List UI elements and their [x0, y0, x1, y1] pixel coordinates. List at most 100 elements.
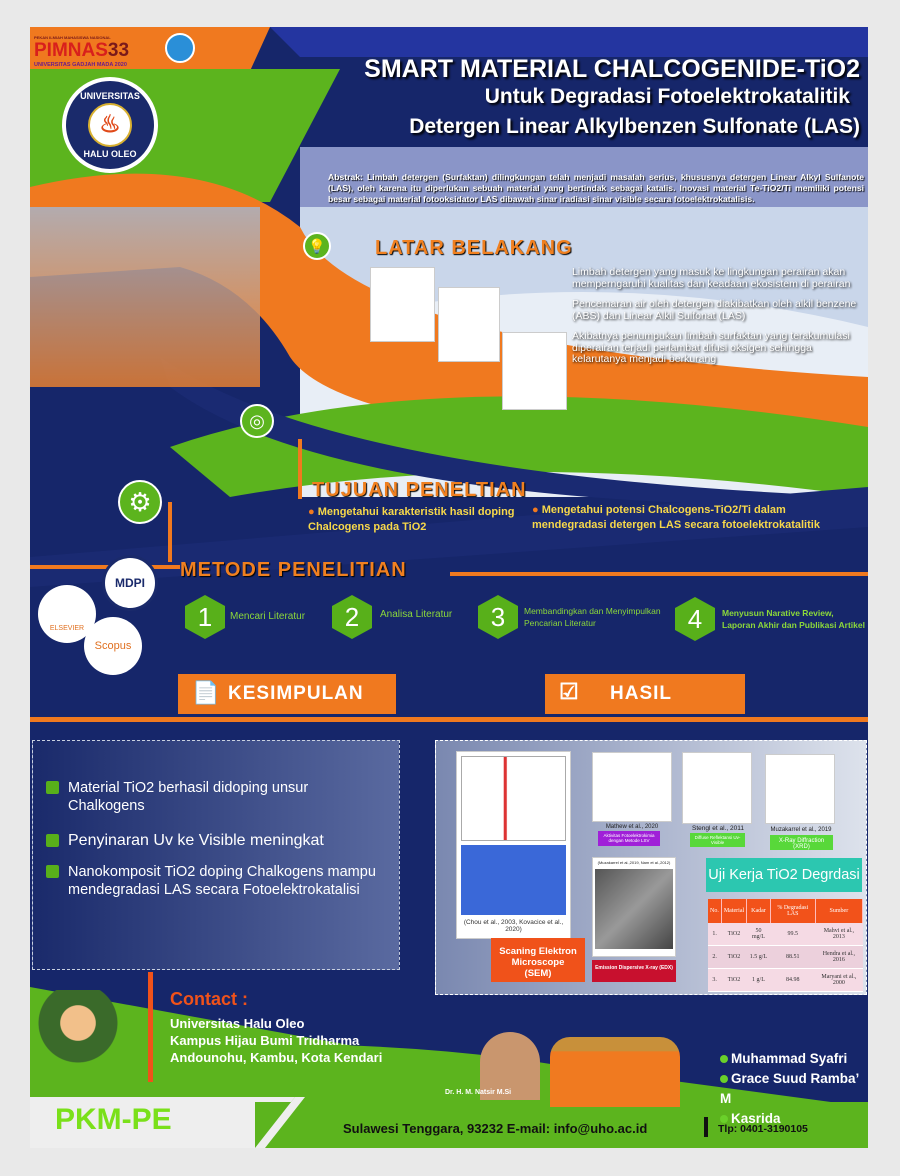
- member-name: Muhammad Syafri: [731, 1051, 848, 1066]
- poster: PEKAN ILMIAH MAHASISWA NASIONAL PIMNAS33…: [30, 27, 868, 1148]
- cell: TiO2: [721, 945, 747, 969]
- gear-icon: ⚙: [118, 480, 162, 524]
- table-header: Material: [721, 899, 748, 923]
- seal-bottom-text: HALU OLEO: [83, 149, 137, 159]
- step-3-label: Membandingkan dan Menyimpulkan Pencarian…: [524, 606, 661, 628]
- step-4-label: Menyusun Narative Review, Laporan Akhir …: [722, 608, 865, 630]
- table-header: Sumber: [815, 899, 864, 923]
- kesimpulan-text: Material TiO2 berhasil didoping unsur Ch…: [68, 780, 309, 814]
- footer-phone: Tlp: 0401-3190105: [718, 1123, 808, 1135]
- abstract-text: Abstrak: Limbah detergen (Surfaktan) dil…: [328, 172, 864, 204]
- contact-heading: Contact :: [170, 989, 248, 1009]
- poster-title: SMART MATERIAL CHALCOGENIDE-TiO2: [364, 55, 860, 83]
- sem-label: Scaning Elektron Microscope (SEM): [491, 938, 585, 982]
- students-team-photo: [550, 1037, 680, 1107]
- cell: 84.98: [770, 968, 816, 992]
- edx-label: Emission Dispersive X-ray (EDX): [592, 960, 676, 982]
- target-icon: ◎: [240, 404, 274, 438]
- table-header: No.: [708, 899, 722, 923]
- lightbulb-icon: 💡: [303, 232, 331, 260]
- program-label: PKM-PE: [55, 1103, 172, 1136]
- contact-line: Universitas Halu Oleo: [170, 1016, 305, 1031]
- cell: TiO2: [721, 923, 747, 946]
- fig3-label: X-Ray Diffraction (XRD): [770, 835, 833, 850]
- member-name: Grace Suud Ramba’ M: [720, 1071, 859, 1106]
- fig2-label: Diffuse Reflektansi Uv-Visible: [690, 833, 745, 847]
- cell: 3.: [708, 968, 722, 992]
- footer-address: Sulawesi Tenggara, 93232 E-mail: info@uh…: [343, 1121, 648, 1136]
- cell: 1.: [708, 923, 722, 946]
- kesimpulan-text: Penyinaran Uv ke Visible meningkat: [68, 832, 324, 849]
- sem-citation: (Chou et al., 2003, Kovacice et al., 202…: [463, 919, 564, 933]
- mdpi-logo: MDPI: [102, 555, 158, 611]
- cell: Hendra et al., 2016: [815, 945, 863, 969]
- pimnas-logo: PEKAN ILMIAH MAHASISWA NASIONAL PIMNAS33…: [34, 35, 129, 68]
- contact-address: Universitas Halu Oleo Kampus Hijau Bumi …: [170, 1015, 382, 1066]
- pimnas-text: PIMNAS: [34, 40, 108, 61]
- edx-figure: (Muzakarrel et al.,2019, Nam et al.,2012…: [592, 857, 676, 957]
- table-header: Kadar: [746, 899, 771, 923]
- uv-vis-chart-figure: [682, 752, 752, 824]
- cell: 1 g/L: [746, 968, 771, 992]
- kesimpulan-panel: [32, 740, 400, 970]
- latar-heading: LATAR BELAKANG: [375, 237, 573, 259]
- cell: 1.5 g/L: [746, 945, 771, 969]
- member-name: Kasrida: [731, 1111, 781, 1126]
- pimnas-number: 33: [107, 40, 130, 61]
- hasil-heading: HASIL: [610, 683, 672, 704]
- fig1-citation: Mathew et al., 2020: [605, 824, 659, 830]
- elsevier-logo: ELSEVIER: [38, 585, 96, 643]
- cell: 50 mg/L: [746, 923, 771, 946]
- hasil-banner: ☑ HASIL: [545, 674, 745, 714]
- tut-wuri-logo-icon: [165, 33, 195, 63]
- poster-subtitle-1: Untuk Degradasi Fotoelektrokatalitik: [484, 85, 850, 108]
- poster-subtitle-2: Detergen Linear Alkylbenzen Sulfonate (L…: [409, 115, 860, 138]
- seal-top-text: UNIVERSITAS: [80, 91, 140, 101]
- pimnas-small: PEKAN ILMIAH MAHASISWA NASIONAL: [34, 35, 111, 40]
- pimnas-host: UNIVERSITAS GADJAH MADA 2020: [34, 62, 127, 68]
- fig1-label: Aktivitas Fotoelektrokimia dengan Metode…: [598, 831, 660, 846]
- cell: Mahvi et al., 2013: [815, 923, 863, 946]
- edx-citation: (Muzakarrel et al.,2019, Nam et al.,2012…: [597, 860, 671, 865]
- university-seal: UNIVERSITAS ♨ HALU OLEO: [62, 77, 158, 173]
- fig3-citation: Muzakarrel et al., 2019: [770, 827, 832, 833]
- tujuan-heading: TUJUAN PENELTIAN: [312, 479, 527, 501]
- checklist-icon: ☑: [559, 679, 580, 704]
- advisor-name: Dr. H. M. Natsir M.Si: [445, 1089, 512, 1096]
- cell: 2.: [708, 945, 722, 969]
- sem-figure: (Chou et al., 2003, Kovacice et al., 202…: [456, 751, 571, 939]
- tujuan-item: ● Mengetahui karakteristik hasil doping …: [308, 506, 515, 533]
- contact-line: Andounohu, Kambu, Kota Kendari: [170, 1050, 383, 1065]
- team-photo: [480, 1032, 540, 1100]
- tujuan-item-text: Mengetahui karakteristik hasil doping Ch…: [308, 506, 515, 533]
- kesimpulan-heading: KESIMPULAN: [228, 683, 364, 704]
- xrd-chart-figure: [765, 754, 835, 824]
- tujuan-item: ● Mengetahui potensi Chalcogens-TiO2/Ti …: [532, 504, 820, 531]
- fig2-citation: Stengl et al., 2011: [692, 825, 744, 832]
- table-title: Uji Kerja TiO2 Degrdasi LAS: [706, 858, 862, 917]
- step-1-label: Mencari Literatur: [230, 611, 306, 622]
- cell: 88.51: [770, 945, 816, 969]
- lsv-chart-figure: [592, 752, 672, 822]
- students-photo: [30, 207, 260, 387]
- contact-line: Kampus Hijau Bumi Tridharma: [170, 1033, 360, 1048]
- step-2-label: Analisa Literatur: [380, 609, 453, 620]
- cell: Maryani et al., 2000: [815, 968, 863, 992]
- kesimpulan-text: Nanokomposit TiO2 doping Chalkogens mamp…: [68, 864, 376, 898]
- certificate-icon: 📄: [192, 680, 221, 705]
- latar-paragraph: Akibatnya penumpukan limbah surfaktan ya…: [572, 330, 850, 365]
- phoenix-emblem-icon: ♨: [88, 103, 132, 147]
- tujuan-item-text: Mengetahui potensi Chalcogens-TiO2/Ti da…: [532, 504, 820, 531]
- latar-paragraph: Limbah detergen yang masuk ke lingkungan…: [572, 266, 851, 290]
- cell: 99.5: [770, 923, 816, 946]
- kesimpulan-banner: 📄 KESIMPULAN: [178, 674, 396, 714]
- team-members: Muhammad Syafri Grace Suud Ramba’ M Kasr…: [720, 1049, 868, 1129]
- metode-heading: METODE PENELITIAN: [180, 559, 407, 581]
- table-header: % Degradasi LAS: [770, 899, 816, 923]
- scopus-logo: Scopus: [84, 617, 142, 675]
- latar-paragraph: Pencemaran air oleh detergen diakibatkan…: [572, 298, 857, 322]
